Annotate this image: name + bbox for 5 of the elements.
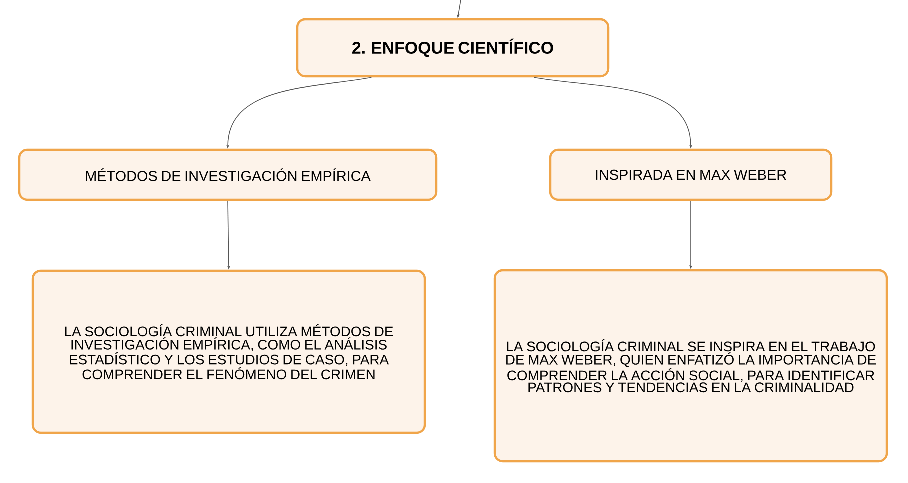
subtopic-box: INSPIRADA EN MAX WEBER	[549, 148, 833, 202]
topic-box: 2. ENFOQUE CIENTÍFICO	[296, 18, 610, 78]
subtopic-box: MÉTODOS DE INVESTIGACIÓN EMPÍRICA	[18, 148, 438, 202]
description-box: LA SOCIOLOGÍA CRIMINAL UTILIZA MÉTODOS DE INVESTIGACIÓN EMPÍRICA, COMO EL ANÁLISIS ESTADÍSTICO Y LOS ESTUDIOS DE CASO, PARA COMPRENDER EL FENÓMENO DEL CRIMEN	[32, 270, 426, 434]
description-box: LA SOCIOLOGÍA CRIMINAL SE INSPIRA EN EL TRABAJO DE MAX WEBER, QUIEN ENFATIZÓ LA IMPORTANCIA DE COMPRENDER LA ACCIÓN SOCIAL, PARA IDENTIFICAR PATRONES Y TENDENCIAS EN LA CRIMINALIDAD	[494, 269, 888, 463]
